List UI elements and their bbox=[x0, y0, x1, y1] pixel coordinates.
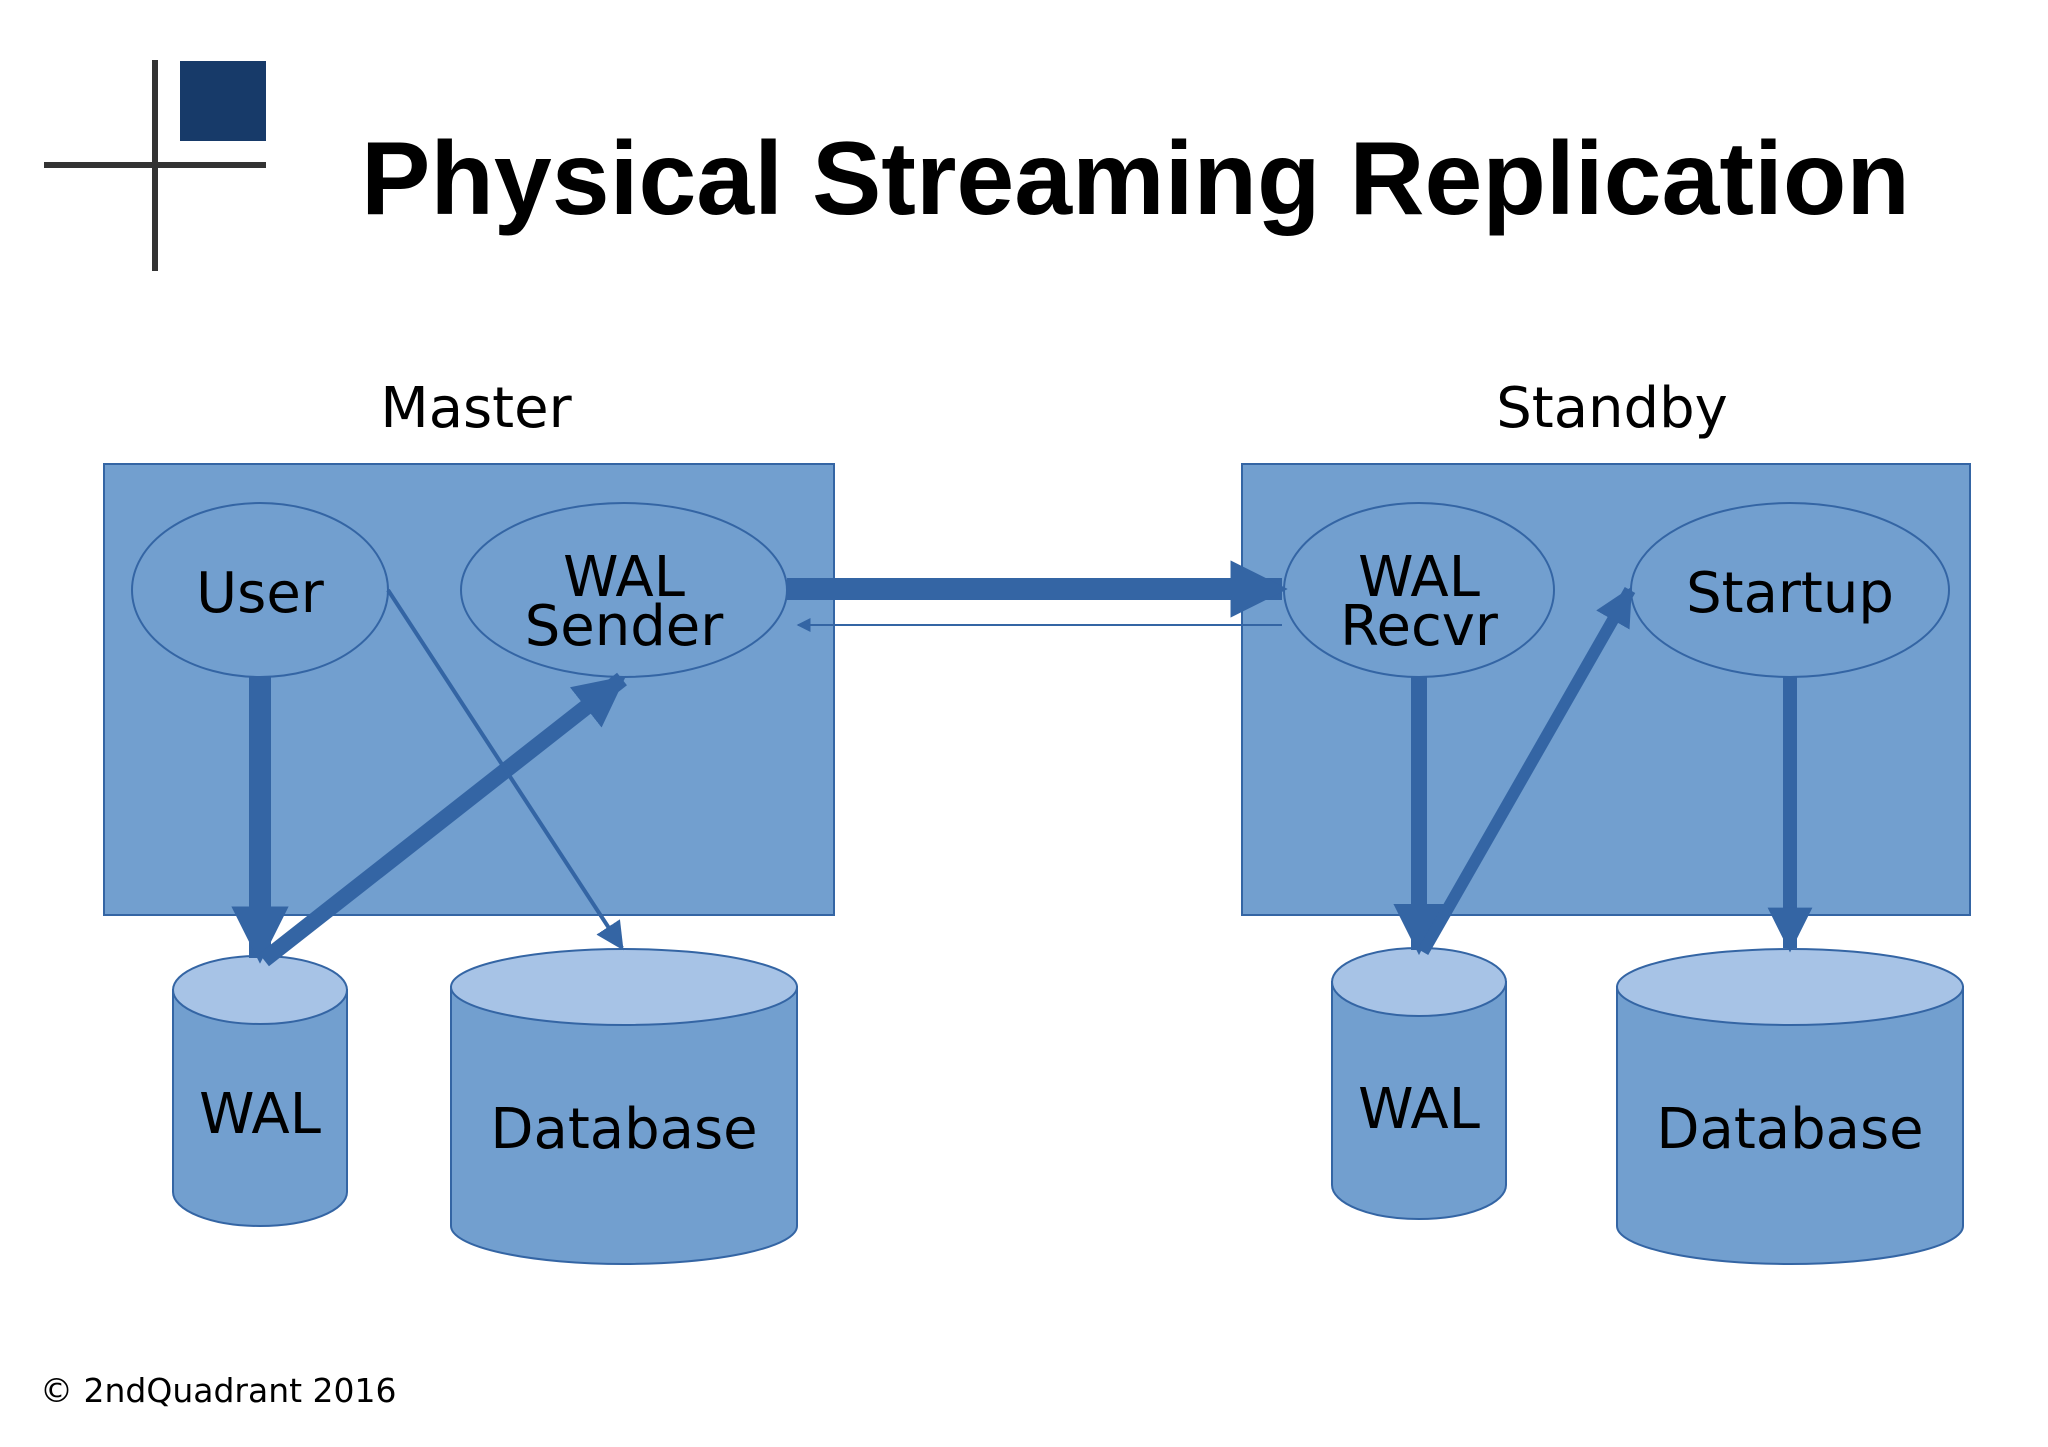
wal-sender-label-line2: Sender bbox=[525, 594, 724, 659]
master-wal-cylinder bbox=[172, 955, 348, 1227]
startup-label: Startup bbox=[1686, 561, 1894, 626]
wal-sender-label-line1: WAL bbox=[563, 545, 685, 610]
arrow-user-to-database bbox=[386, 588, 624, 951]
wal-recvr-label-line1: WAL bbox=[1358, 545, 1480, 610]
logo bbox=[44, 60, 266, 271]
wal-recvr-label-line2: Recvr bbox=[1340, 594, 1499, 659]
standby-database-cylinder bbox=[1616, 948, 1964, 1265]
page-title: Physical Streaming Replication bbox=[361, 121, 1910, 237]
user-label: User bbox=[196, 561, 325, 626]
master-database-label: Database bbox=[490, 1097, 757, 1162]
standby-wal-cylinder bbox=[1331, 947, 1507, 1220]
master-database-cylinder bbox=[450, 948, 798, 1265]
standby-database-label: Database bbox=[1656, 1097, 1923, 1162]
footer-copyright: © 2ndQuadrant 2016 bbox=[40, 1371, 397, 1410]
master-heading: Master bbox=[380, 376, 572, 441]
standby-heading: Standby bbox=[1496, 376, 1728, 441]
master-wal-label: WAL bbox=[199, 1082, 321, 1147]
arrow-wal-to-startup bbox=[1417, 586, 1636, 955]
standby-wal-label: WAL bbox=[1358, 1077, 1480, 1142]
arrow-wal-to-wal-sender bbox=[259, 672, 627, 967]
logo-square bbox=[180, 61, 266, 141]
